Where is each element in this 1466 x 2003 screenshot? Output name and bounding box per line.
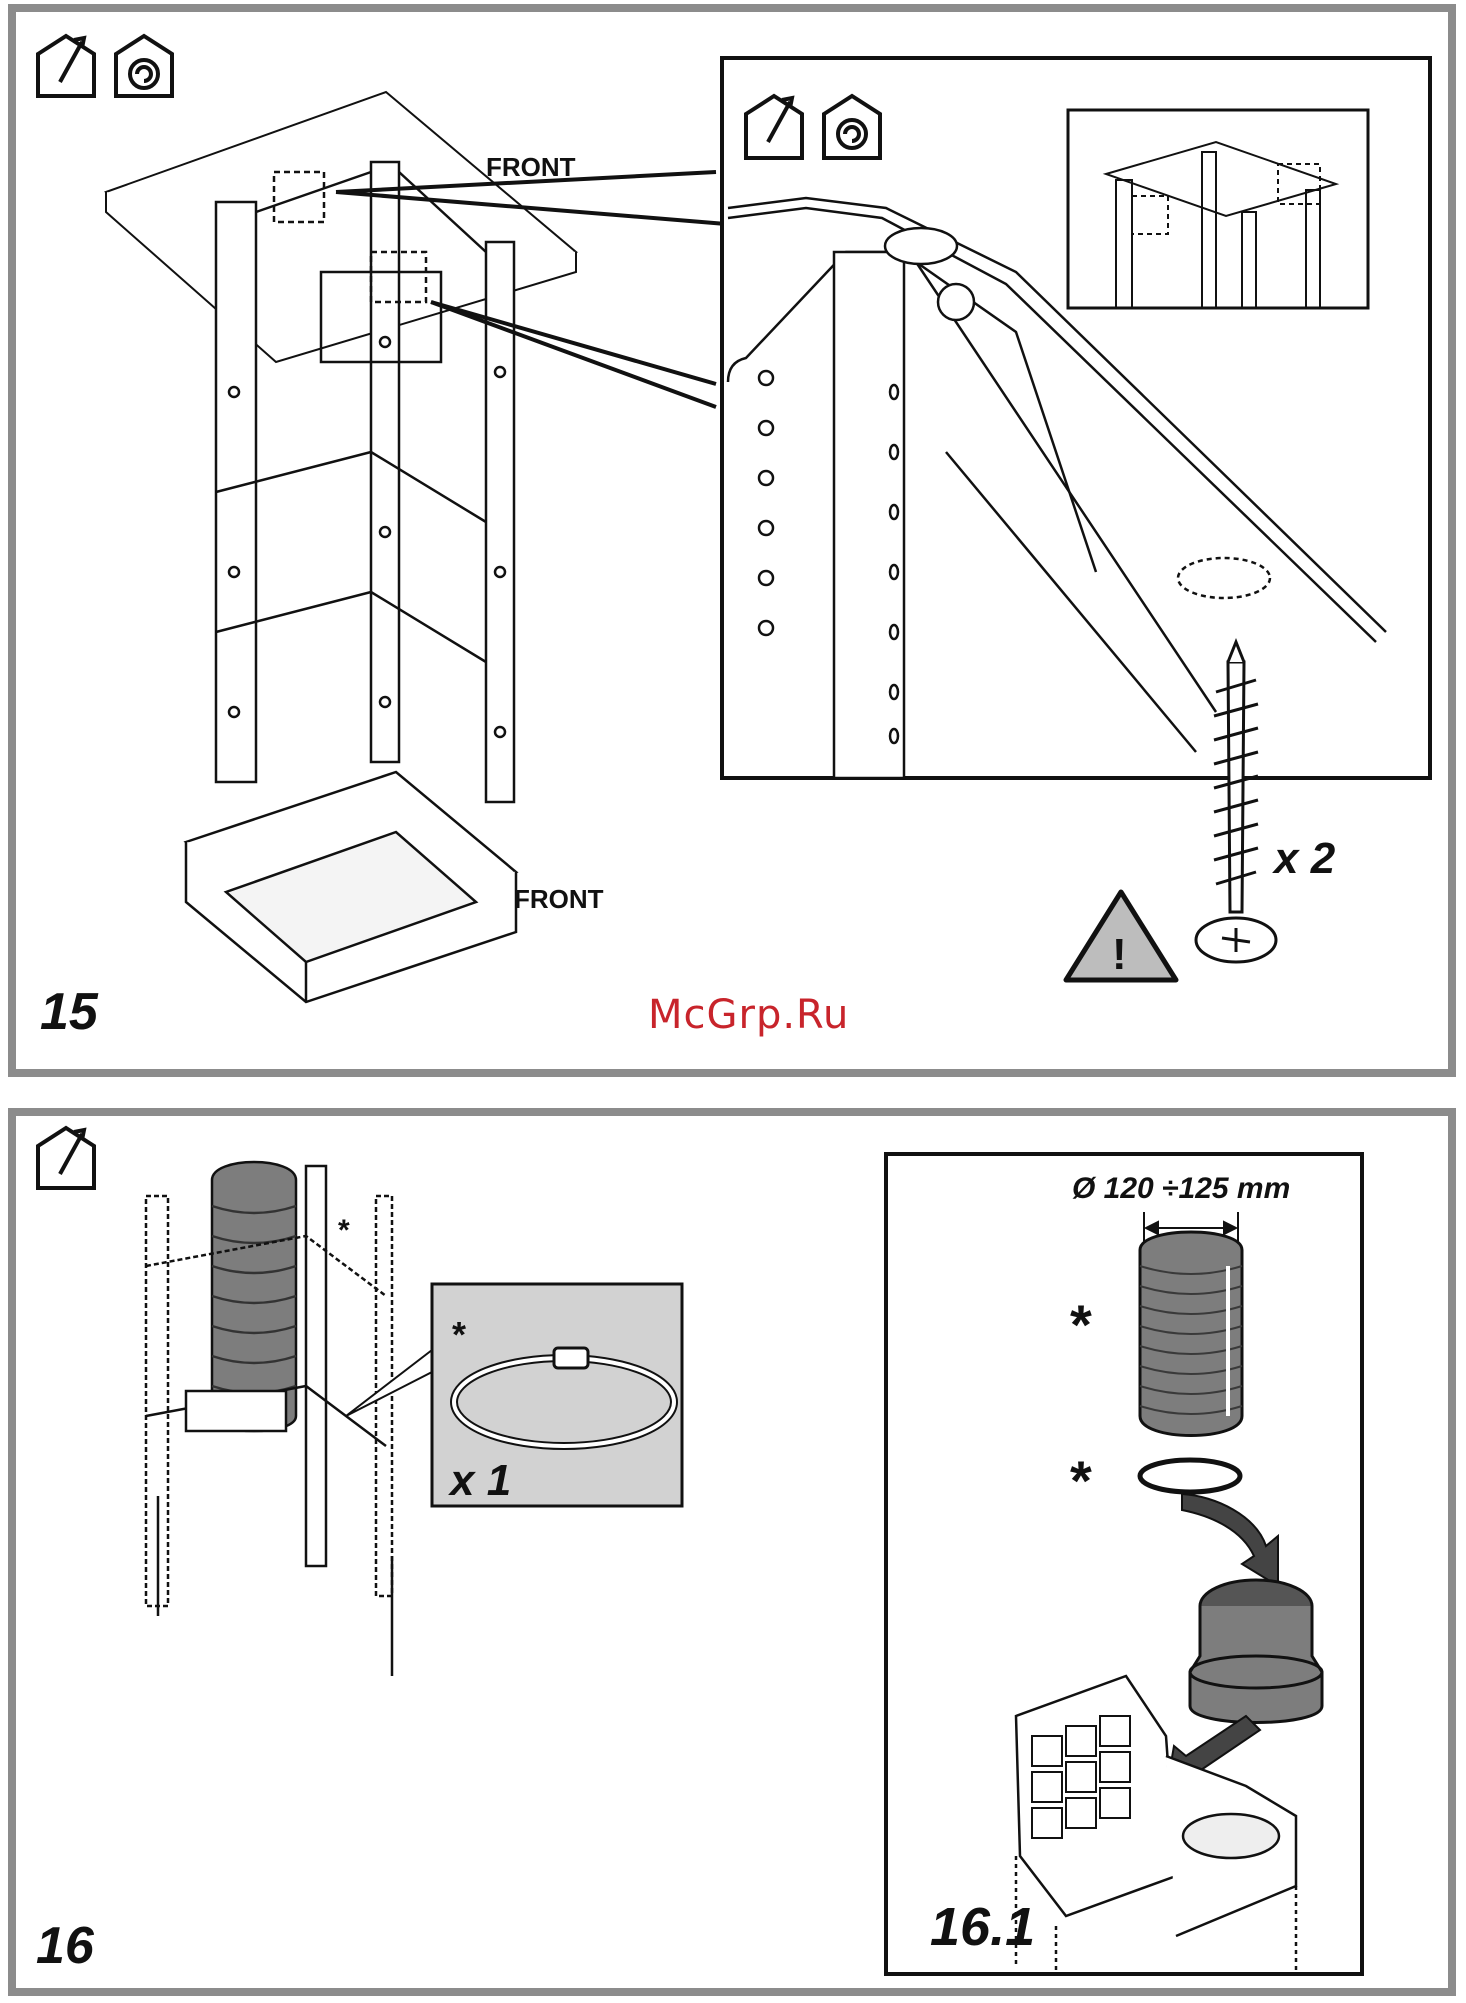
step-16-illustration [16, 1116, 1448, 1988]
ducted-house-icon [38, 36, 94, 96]
clamp-16-1-asterisk: * [1070, 1448, 1092, 1513]
step-number-15: 15 [40, 982, 98, 1042]
screw-quantity: x 2 [1274, 834, 1335, 884]
recirculation-house-icon [116, 36, 172, 96]
step-15-panel: FRONT FRONT ! x 2 15 McGrp.Ru [8, 4, 1456, 1077]
front-label-bottom: FRONT [514, 884, 604, 915]
overview-inset [1068, 110, 1368, 308]
hood-body [186, 772, 516, 1002]
reducer-collar-icon [1190, 1580, 1322, 1723]
sub-step-number-16-1: 16.1 [930, 1896, 1035, 1958]
frame-with-duct [146, 1162, 392, 1676]
ducted-house-icon [38, 1128, 94, 1188]
front-label-top: FRONT [486, 152, 576, 183]
step-16-panel: * * x 1 Ø 120 ÷125 mm * * 16.1 16 [8, 1108, 1456, 1996]
warning-mark: ! [1112, 930, 1127, 980]
step-number-16: 16 [36, 1916, 94, 1976]
diameter-label: Ø 120 ÷125 mm [1072, 1172, 1290, 1206]
clamp-leader [346, 1350, 432, 1416]
frame-asterisk: * [338, 1214, 350, 1248]
watermark: McGrp.Ru [648, 992, 849, 1038]
duct-asterisk: * [1070, 1292, 1092, 1357]
flexible-duct-icon [1140, 1232, 1242, 1436]
step-15-illustration [16, 12, 1448, 1069]
clamp-quantity: x 1 [450, 1456, 511, 1506]
clamp-asterisk: * [452, 1314, 466, 1356]
